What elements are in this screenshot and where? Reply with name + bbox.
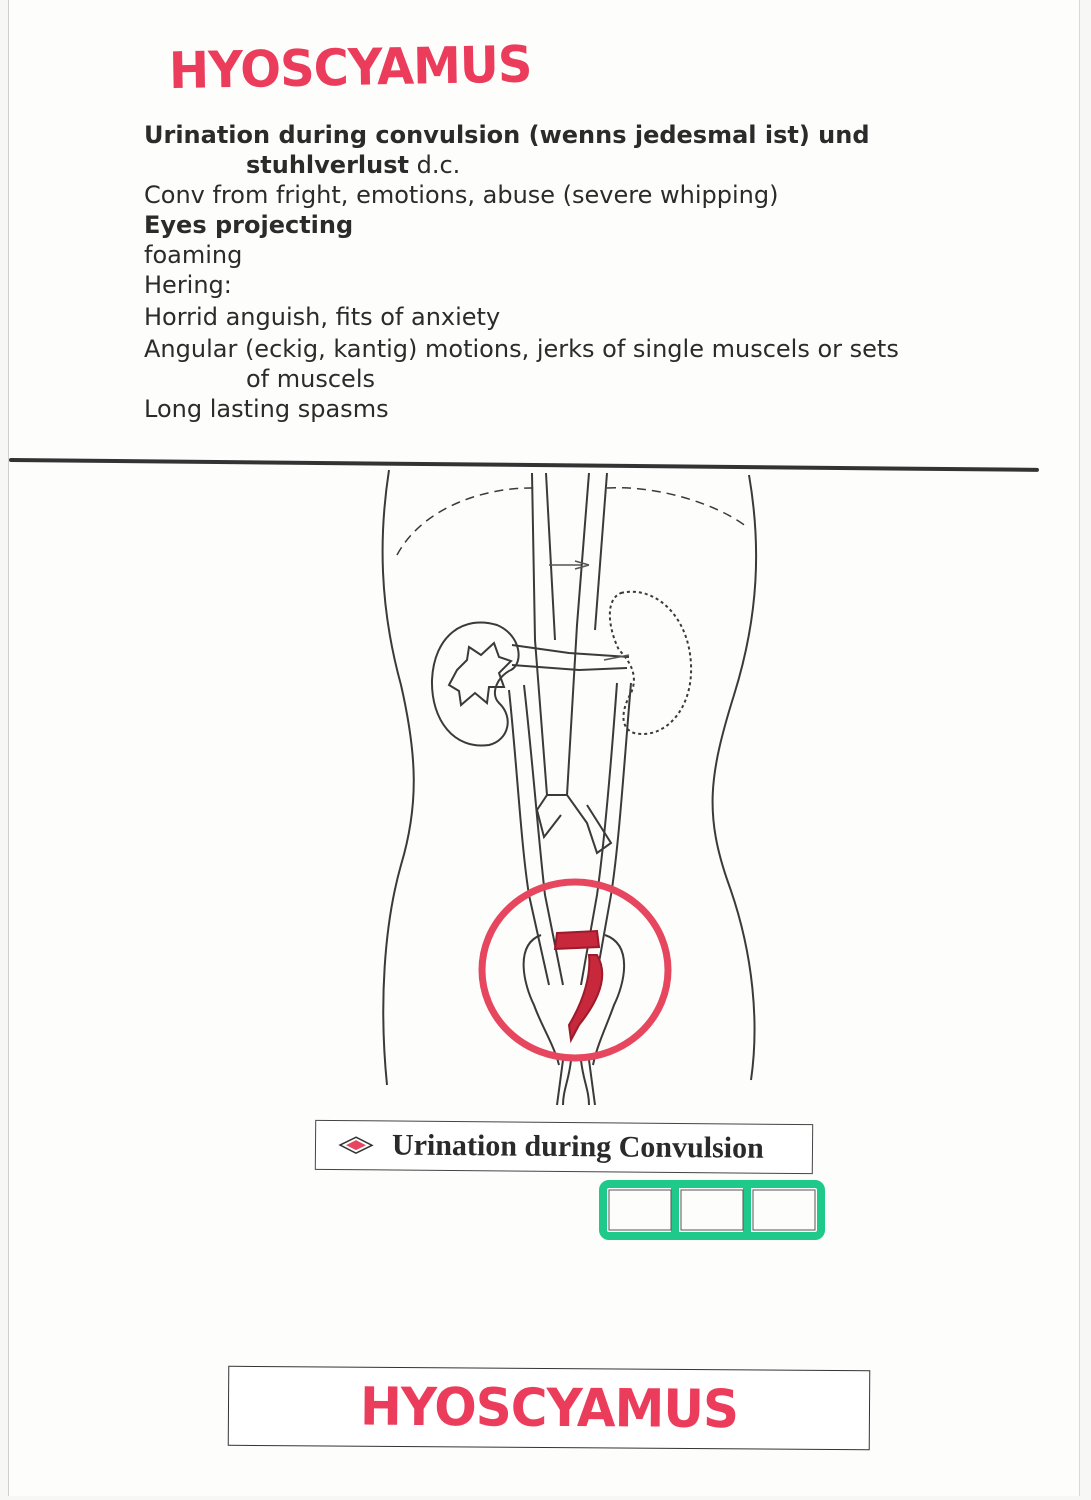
left-ureter (508, 684, 564, 986)
renal-vessels (511, 644, 630, 672)
note-line-3: Conv from fright, emotions, abuse (sever… (144, 181, 779, 209)
note-line-9: of muscels (246, 365, 375, 393)
left-kidney (430, 621, 520, 747)
red-circle-highlight (478, 878, 672, 1062)
urinary-system-diagram (381, 469, 758, 1105)
left-renal-pelvis (447, 641, 513, 707)
caption-text: Urination during Convulsion (391, 1128, 764, 1165)
red-diamond-icon (338, 1136, 374, 1155)
note-line-6: Hering: (144, 271, 232, 299)
bladder-outline (522, 934, 626, 1066)
handwritten-title: HYOSCYAMUS (168, 35, 532, 101)
note-line-5: foaming (144, 241, 243, 269)
note-line-2-bold: stuhlverlust (246, 151, 409, 179)
note-line-2: stuhlverlust d.c. (144, 150, 964, 180)
scanned-page: HYOSCYAMUS Urination during convulsion (… (8, 0, 1080, 1496)
notes-block: Urination during convulsion (wenns jedes… (144, 120, 964, 424)
note-line-1: Urination during convulsion (wenns jedes… (144, 121, 870, 149)
note-line-8: Angular (eckig, kantig) motions, jerks o… (144, 335, 899, 363)
note-line-7: Horrid anguish, fits of anxiety (144, 303, 501, 331)
torso-left-outline (381, 469, 415, 1086)
bladder-top-highlight (553, 929, 601, 951)
aorta (531, 472, 562, 840)
torso-right-outline (711, 474, 758, 1081)
footer-label-box: HYOSCYAMUS (227, 1365, 871, 1451)
urethra (556, 1059, 596, 1105)
note-line-4: Eyes projecting (144, 211, 354, 239)
diagram-caption: Urination during Convulsion (314, 1119, 814, 1175)
diaphragm-dashed (396, 486, 748, 556)
footer-remedy-name: HYOSCYAMUS (359, 1376, 739, 1440)
right-kidney (608, 590, 693, 736)
bladder-wall-highlight (567, 954, 604, 1044)
green-checkboxes (599, 1180, 825, 1240)
note-line-10: Long lasting spasms (144, 395, 389, 423)
note-line-2-rest: d.c. (408, 151, 461, 179)
vena-cava (565, 472, 613, 855)
